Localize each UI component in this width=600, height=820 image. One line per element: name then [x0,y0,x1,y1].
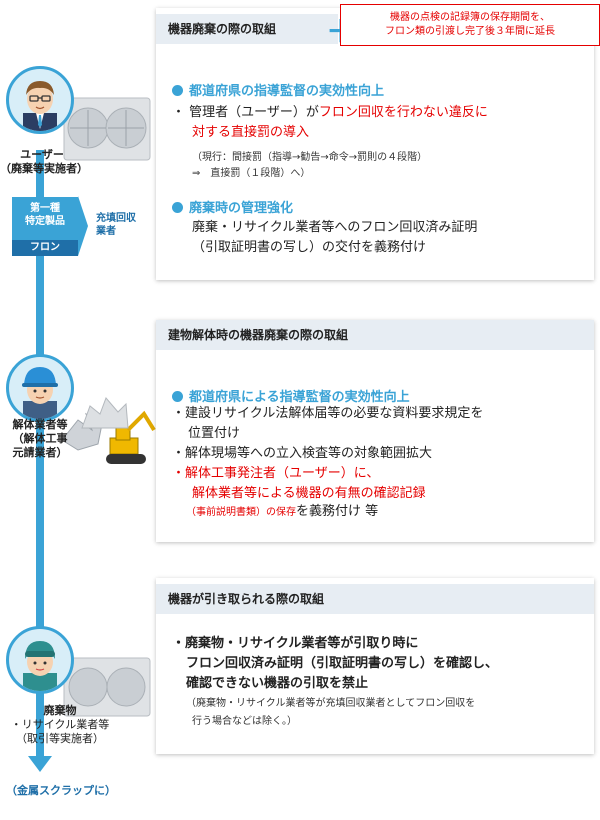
panel2-line4: ・解体工事発注者（ユーザー）に、 [172,466,380,481]
panel1-heading2: 廃棄時の管理強化 [172,197,293,216]
demolition-sub1: （解体工事 [12,432,68,445]
panel2-heading1: 都道府県による指導監督の実効性向上 [172,386,410,405]
tag-arrow-icon [78,196,88,256]
panel1-note1: （現行：間接罰（指導→勧告→命令→罰則の４段階） [192,152,428,163]
panel2-line1: ・建設リサイクル法解体届等の必要な資料要求規定を [172,406,484,421]
demolition-sub2: 元請業者） [12,446,68,459]
panel2-line5: 解体業者等による機器の有無の確認記録 [192,486,426,501]
panel1-h2-text: 廃棄時の管理強化 [189,201,294,216]
tag-line1: 第一種 [30,203,60,214]
panel-collection: 機器が引き取られる際の取組 [156,578,594,754]
user-avatar [6,66,74,134]
panel1-b2-line1: 廃棄・リサイクル業者等へのフロン回収済み証明 [192,220,478,235]
panel3-note2: 行う場合などは除く。） [192,716,297,727]
rubble-icon [81,397,129,429]
panel1-title: 機器廃棄の際の取組 [156,14,338,44]
demolition-avatar [6,354,74,422]
panel3-note1: （廃棄物・リサイクル業者等が充填回収業者としてフロン回収を [186,698,476,709]
tag-line2: 特定製品 [25,216,65,227]
tag-foot: フロン [12,240,78,256]
panel3-title: 機器が引き取られる際の取組 [156,584,594,614]
panel-demolition: 建物解体時の機器廃棄の際の取組 [156,320,594,542]
side-label-line1: 充填回収 [96,213,136,224]
panel2-line6-rest: を義務付け 等 [296,504,379,519]
refrigerant-tag: 第一種 特定製品 [12,197,78,240]
panel2-title: 建物解体時の機器廃棄の際の取組 [156,320,594,350]
panel1-b1-red2: 対する直接罰の導入 [192,125,310,140]
businessman-icon [23,81,57,131]
flow-line [36,150,44,760]
panel-disposal: 機器廃棄の際の取組 [156,8,594,280]
metal-scrap-label: （金属スクラップに） [6,784,116,797]
panel2-line6: （事前説明書類）の保存を義務付け 等 [186,502,378,523]
panel2-line6-red: （事前説明書類）の保存 [186,507,296,518]
demolition-name: 解体業者等 [12,418,68,431]
panel1-b1-pre: ・ 管理者（ユーザー）が [172,105,319,120]
bullet-dot-icon [172,391,183,402]
air-conditioner-icon [63,97,151,161]
flow-arrow-icon [28,756,52,772]
panel2-line3: ・解体現場等への立入検査等の対象範囲拡大 [172,446,433,461]
waste-sub2: （取引等実施者） [16,732,104,745]
user-label: ユーザー （廃棄等実施者） [0,148,88,176]
callout-line2: フロン類の引渡し完了後３年間に延長 [385,26,555,37]
bullet-dot-icon [172,202,183,213]
filling-recovery-label: 充填回収 業者 [96,212,136,238]
panel1-b1-red1: フロン回収を行わない違反に [318,105,488,120]
record-retention-callout: 機器の点検の記録簿の保存期間を、 フロン類の引渡し完了後３年間に延長 [340,4,600,46]
air-conditioner-icon [63,657,151,717]
panel2-h1-text: 都道府県による指導監督の実効性向上 [189,390,410,405]
side-label-line2: 業者 [96,226,116,237]
panel1-note2: ⇒ 直接罰（１段階）へ） [192,168,311,179]
panel2-line2: 位置付け [188,426,241,441]
waste-label: 廃棄物 ・リサイクル業者等 （取引等実施者） [0,704,120,746]
panel1-b2-line2: （引取証明書の写し）の交付を義務付け [192,240,427,255]
bullet-dot-icon [172,85,183,96]
demolition-label: 解体業者等 （解体工事 元請業者） [0,418,80,460]
panel3-line2: フロン回収済み証明（引取証明書の写し）を確認し、 [186,656,499,671]
panel3-line3: 確認できない機器の引取を禁止 [186,676,369,691]
recycling-worker-icon [23,641,57,691]
user-sub: （廃棄等実施者） [0,162,88,175]
panel1-h1-text: 都道府県の指導監督の実効性向上 [189,84,385,99]
panel1-bullet1: ・ 管理者（ユーザー）がフロン回収を行わない違反に [172,103,488,123]
waste-avatar [6,626,74,694]
waste-name: 廃棄物 [43,704,77,717]
waste-sub1: ・リサイクル業者等 [10,718,110,731]
callout-line1: 機器の点検の記録簿の保存期間を、 [390,12,550,23]
panel3-line1: ・廃棄物・リサイクル業者等が引取り時に [172,636,419,651]
user-name: ユーザー [20,148,64,161]
construction-worker-icon [22,367,58,419]
panel1-heading1: 都道府県の指導監督の実効性向上 [172,80,384,99]
